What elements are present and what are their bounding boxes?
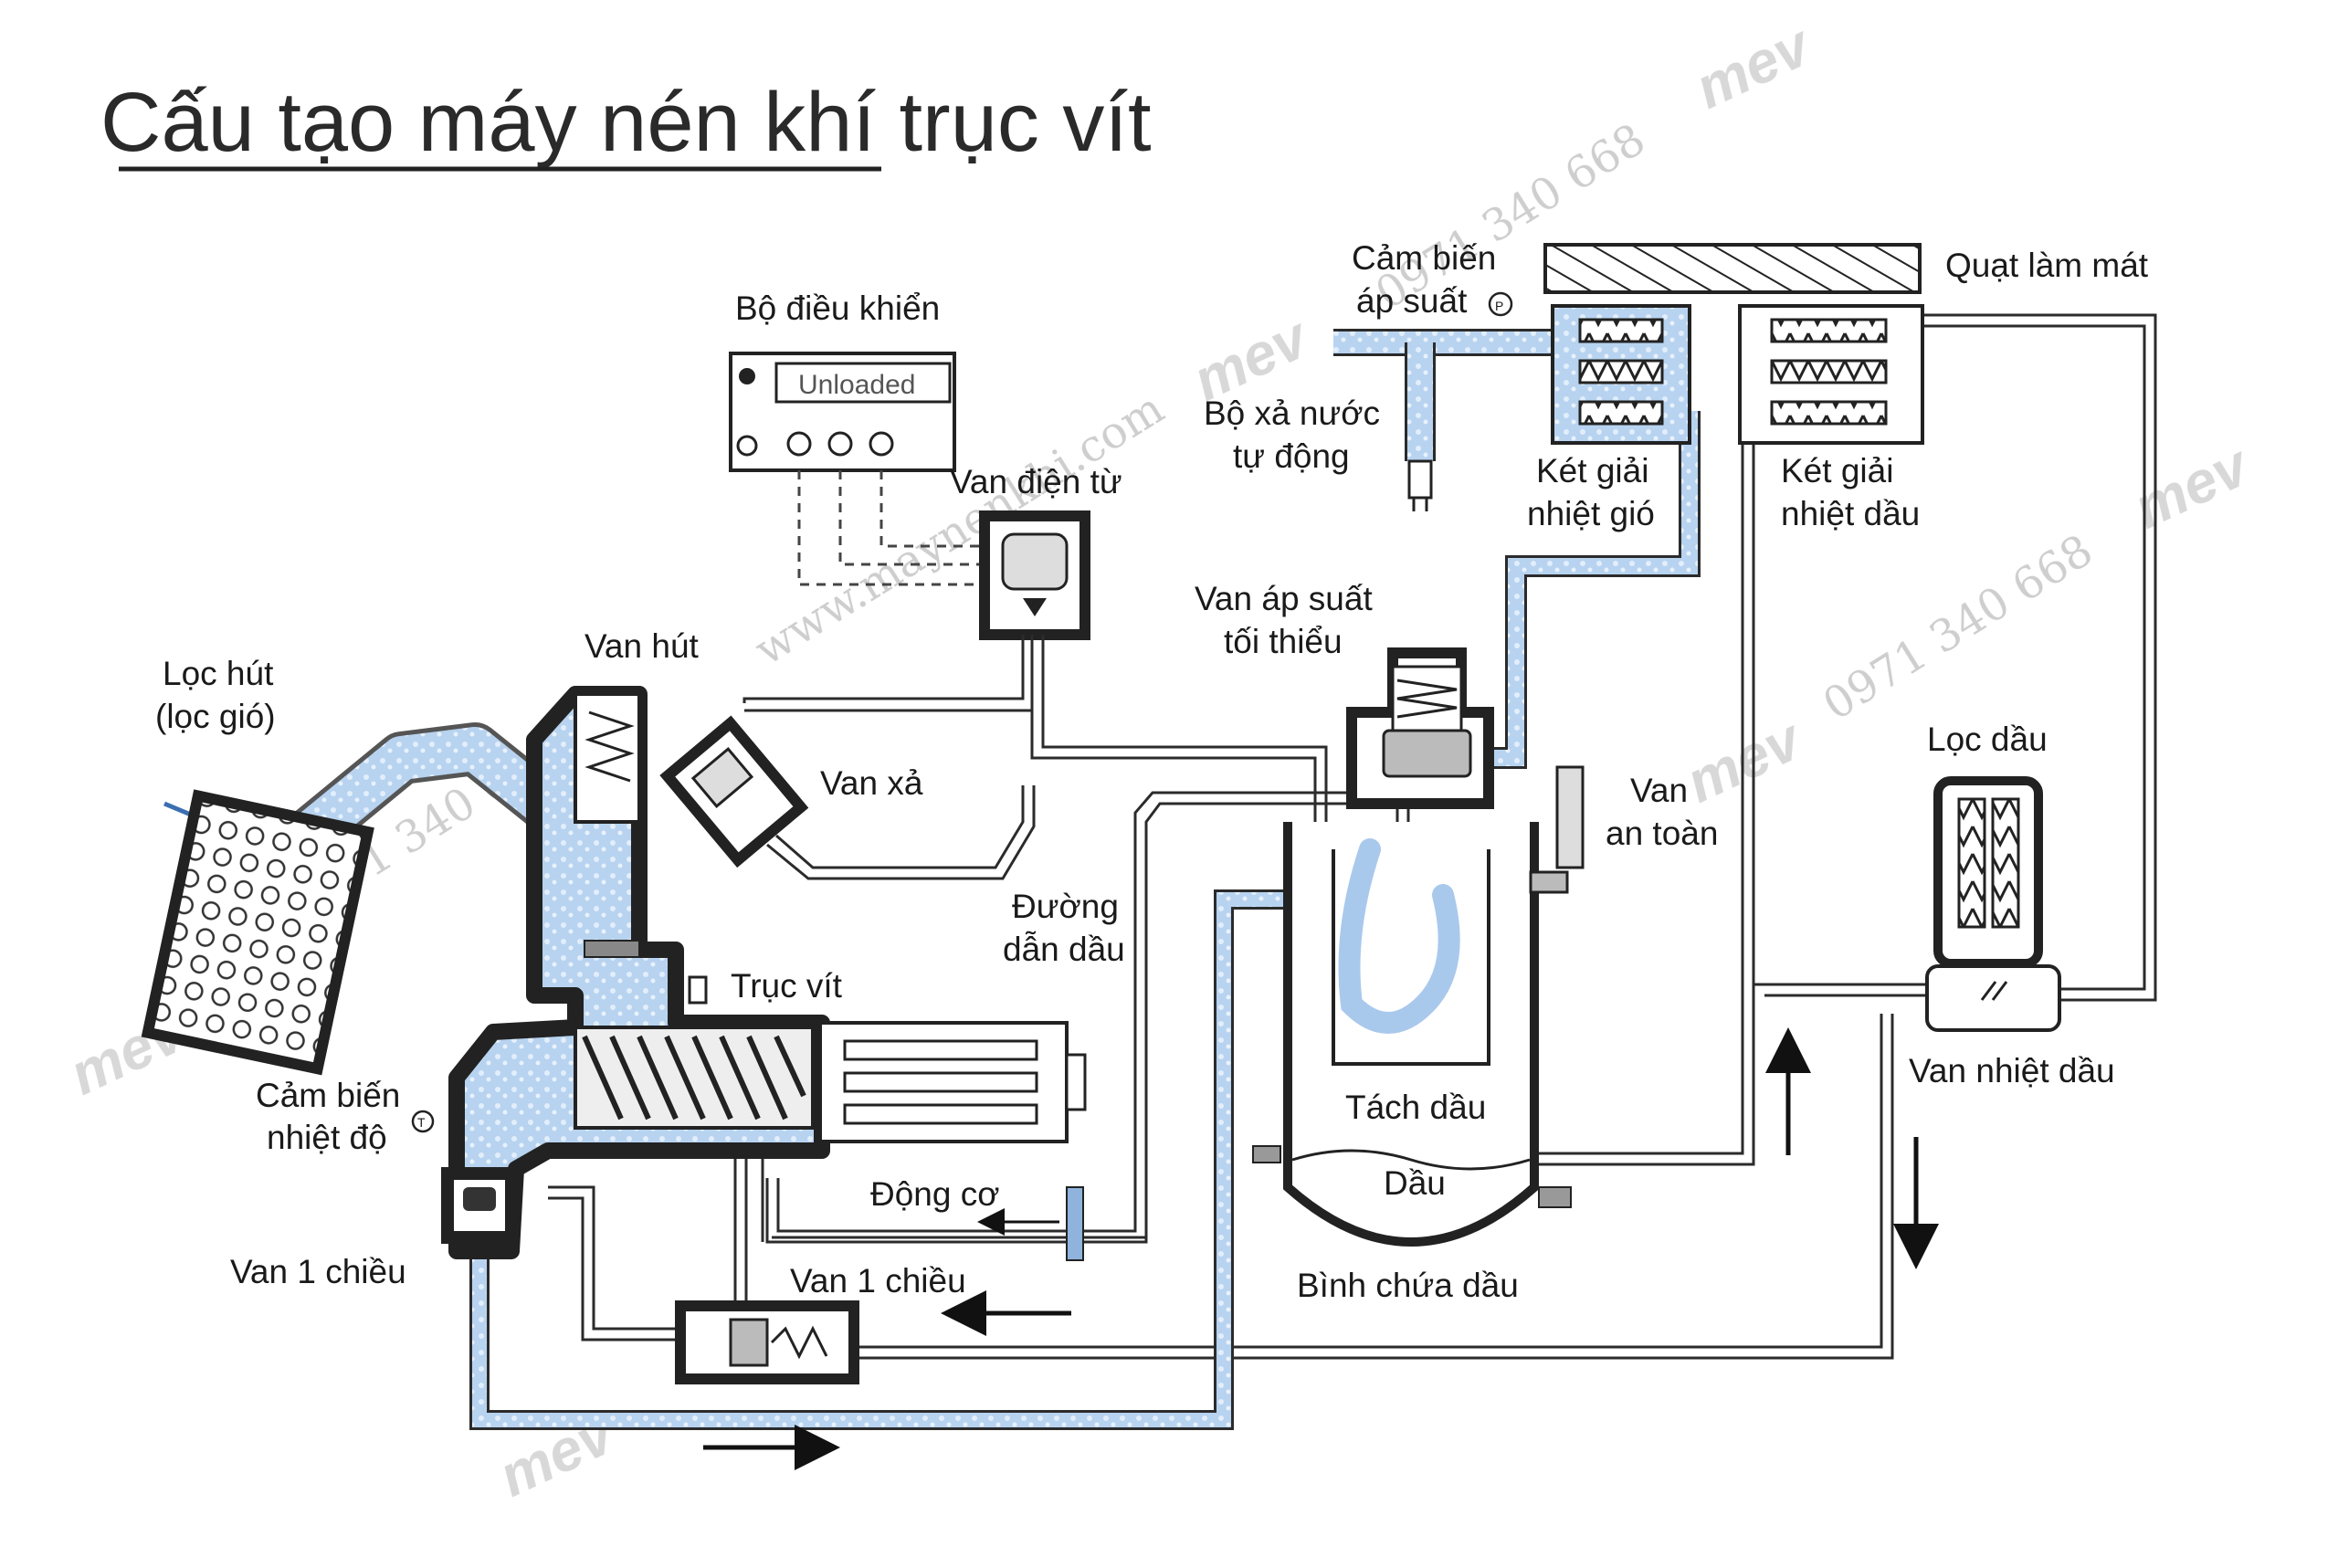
oil-separator-tank bbox=[1252, 822, 1572, 1247]
label-motor: Động cơ bbox=[870, 1175, 1000, 1213]
label-pressure-sensor-2: áp suất bbox=[1356, 282, 1468, 320]
oil-cooler bbox=[1738, 304, 1924, 445]
compressor-housing bbox=[448, 686, 830, 1259]
label-temp-sensor-2: nhiệt độ bbox=[267, 1119, 387, 1156]
intake-filter bbox=[141, 789, 374, 1076]
controller-display-text: Unloaded bbox=[798, 370, 915, 400]
label-check-valve-left: Van 1 chiều bbox=[230, 1253, 406, 1290]
label-air-cooler-2: nhiệt gió bbox=[1527, 495, 1655, 532]
label-oil-line-1: Đường bbox=[1012, 888, 1119, 925]
label-oil-filter: Lọc dầu bbox=[1927, 721, 2048, 758]
label-oil-separator: Tách dầu bbox=[1345, 1089, 1486, 1126]
label-min-pressure-valve-1: Van áp suất bbox=[1195, 580, 1373, 617]
label-intake-filter-1: Lọc hút bbox=[163, 655, 274, 692]
motor bbox=[818, 1021, 1087, 1261]
label-screw-rotor: Trục vít bbox=[731, 967, 843, 1005]
svg-text:P: P bbox=[1495, 299, 1503, 313]
safety-valve bbox=[1529, 765, 1585, 894]
label-min-pressure-valve-2: tối thiểu bbox=[1224, 623, 1343, 660]
sight-glass bbox=[1066, 1186, 1084, 1261]
label-air-cooler-1: Két giải bbox=[1536, 452, 1648, 489]
label-check-valve-bottom: Van 1 chiều bbox=[790, 1262, 966, 1300]
solenoid-valve bbox=[979, 510, 1090, 640]
label-cooling-fan: Quạt làm mát bbox=[1945, 247, 2149, 284]
label-oil-thermostat: Van nhiệt dầu bbox=[1909, 1052, 2115, 1089]
screw-rotor bbox=[574, 1026, 815, 1130]
label-solenoid-valve: Van điện từ bbox=[950, 463, 1122, 500]
label-oil-cooler-2: nhiệt dầu bbox=[1781, 495, 1920, 532]
oil-thermostat bbox=[1925, 964, 2061, 1032]
oil-filter bbox=[1933, 776, 2043, 968]
watermark-brand: mev bbox=[1676, 705, 1813, 816]
label-oil-tank: Bình chứa dầu bbox=[1297, 1267, 1519, 1304]
cooling-fan bbox=[1543, 243, 1922, 294]
check-valve-left bbox=[441, 1167, 518, 1244]
signal-lines bbox=[797, 470, 991, 586]
pressure-gauge-icon bbox=[1488, 291, 1513, 317]
auto-drain: P bbox=[1407, 291, 1513, 511]
label-pressure-sensor-1: Cảm biến bbox=[1352, 239, 1496, 277]
label-auto-drain-2: tự động bbox=[1233, 437, 1350, 475]
min-pressure-valve bbox=[1346, 647, 1494, 809]
label-intake-valve: Van hút bbox=[584, 627, 700, 665]
controller-panel: Unloaded bbox=[729, 352, 956, 472]
label-oil: Dầu bbox=[1384, 1164, 1446, 1202]
temperature-sensor-icon: T bbox=[411, 1110, 435, 1133]
label-oil-cooler-1: Két giải bbox=[1781, 452, 1893, 489]
label-temp-sensor-1: Cảm biến bbox=[256, 1077, 400, 1114]
label-intake-filter-2: (lọc gió) bbox=[155, 698, 276, 735]
check-valve-bottom bbox=[675, 1300, 859, 1384]
labels: Bộ điều khiển Van điện từ Cảm biến áp su… bbox=[155, 239, 2149, 1304]
svg-text:T: T bbox=[417, 1115, 426, 1130]
watermark-brand: mev bbox=[1685, 11, 1822, 121]
label-safety-valve-1: Van bbox=[1630, 772, 1688, 809]
label-oil-line-2: dẫn dầu bbox=[1003, 931, 1125, 968]
screw-sensor-tag bbox=[688, 975, 708, 1005]
label-blowdown-valve: Van xả bbox=[820, 764, 923, 802]
air-cooler bbox=[1551, 304, 1691, 445]
watermark-phone: 0971 340 668 bbox=[1815, 525, 2102, 731]
label-safety-valve-2: an toàn bbox=[1606, 815, 1718, 852]
air-flow bbox=[163, 329, 1701, 1430]
page-title: Cấu tạo máy nén khí trục vít bbox=[100, 76, 1152, 169]
label-controller: Bộ điều khiển bbox=[735, 289, 940, 327]
blowdown-valve bbox=[659, 715, 809, 868]
flow-arrows bbox=[703, 1027, 1939, 1470]
label-auto-drain-1: Bộ xả nước bbox=[1204, 395, 1380, 432]
